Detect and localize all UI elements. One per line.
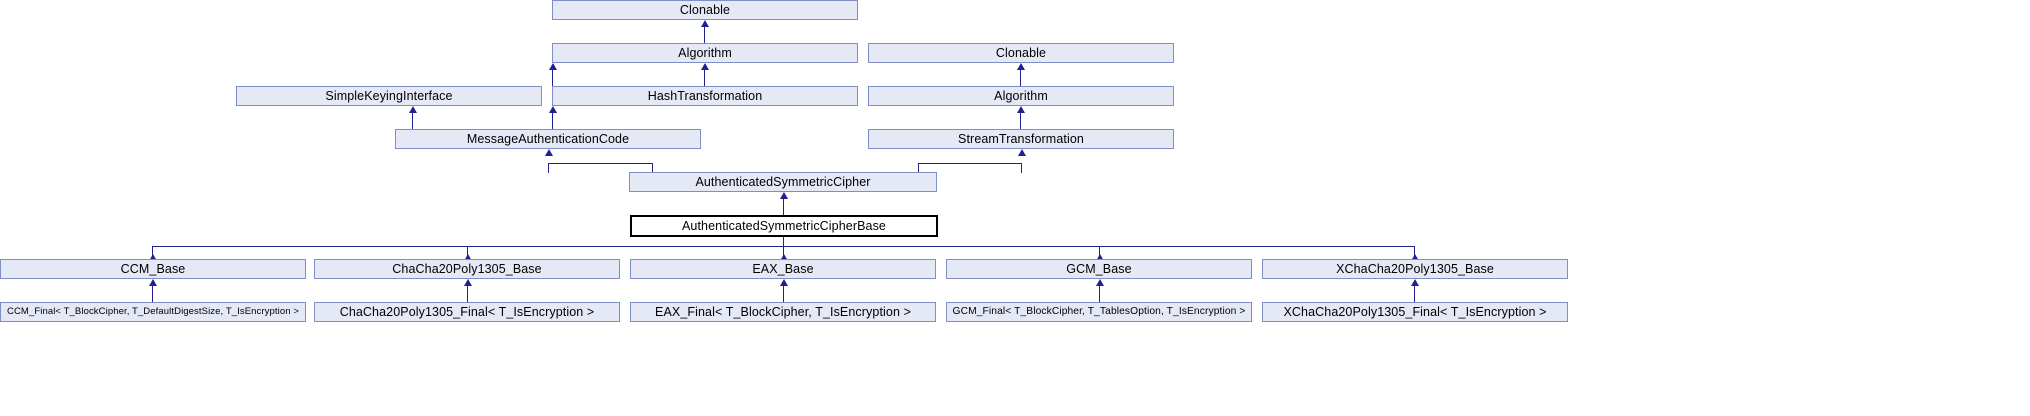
arrow-algorithm-to-clonable <box>701 20 709 27</box>
arrow-gcm-final-to-gcm-base <box>1096 279 1104 286</box>
arrow-asc-to-streamtransformation <box>1018 149 1026 156</box>
arrow-eax-base-to-ascbase <box>780 254 788 261</box>
class-node-clonable-top[interactable]: Clonable <box>552 0 858 20</box>
class-node-eax-final[interactable]: EAX_Final< T_BlockCipher, T_IsEncryption… <box>630 302 936 322</box>
class-node-chacha20poly1305-final[interactable]: ChaCha20Poly1305_Final< T_IsEncryption > <box>314 302 620 322</box>
arrow-simplekeying-to-algorithm <box>549 63 557 70</box>
edge-ascbase-to-asc <box>783 199 784 215</box>
class-node-label: StreamTransformation <box>958 131 1084 146</box>
edge-bus-to-gcm-base <box>1099 246 1100 261</box>
class-node-label: XChaCha20Poly1305_Final< T_IsEncryption … <box>1283 304 1547 319</box>
class-node-hashtransformation[interactable]: HashTransformation <box>552 86 858 106</box>
edge-gcm-final-to-gcm-base <box>1099 286 1100 302</box>
arrow-hashtransformation-to-algorithm <box>701 63 709 70</box>
arrow-chacha-final-to-chacha-base <box>464 279 472 286</box>
edge-bus-to-ccm-base <box>152 246 153 261</box>
arrow-algorithm-right-to-clonable-right <box>1017 63 1025 70</box>
edge-xchacha-final-to-xchacha-base <box>1414 286 1415 302</box>
class-node-clonable-right[interactable]: Clonable <box>868 43 1174 63</box>
edge-asc-to-mac-v1 <box>548 163 549 173</box>
edge-chacha-final-to-chacha-base <box>467 286 468 302</box>
arrow-chacha-base-to-ascbase <box>464 254 472 261</box>
class-node-ccm-base[interactable]: CCM_Base <box>0 259 306 279</box>
class-node-gcm-base[interactable]: GCM_Base <box>946 259 1252 279</box>
class-node-ccm-final[interactable]: CCM_Final< T_BlockCipher, T_DefaultDiges… <box>0 302 306 322</box>
class-node-label: Algorithm <box>994 88 1048 103</box>
arrow-gcm-base-to-ascbase <box>1096 254 1104 261</box>
edge-asc-to-mac-h <box>548 163 652 164</box>
edge-hashtransformation-to-algorithm <box>704 70 705 86</box>
class-node-xchacha20poly1305-base[interactable]: XChaCha20Poly1305_Base <box>1262 259 1568 279</box>
edge-simplekeying-to-algorithm-v <box>552 70 553 86</box>
class-node-label: Clonable <box>679 2 731 17</box>
class-node-label: CCM_Final< T_BlockCipher, T_DefaultDiges… <box>7 306 299 318</box>
class-node-simplekeyinginterface[interactable]: SimpleKeyingInterface <box>236 86 542 106</box>
edge-asc-to-streamtransformation-v1 <box>1021 163 1022 173</box>
edge-streamtransformation-to-algorithm-right <box>1020 113 1021 129</box>
class-node-label: CCM_Base <box>120 261 186 276</box>
edge-asc-to-streamtransformation-v2 <box>918 163 919 173</box>
class-node-label: AuthenticatedSymmetricCipherBase <box>682 218 886 233</box>
arrow-streamtransformation-to-algorithm-right <box>1017 106 1025 113</box>
edge-asc-to-mac-v2 <box>652 163 653 173</box>
edge-bus-to-eax-base <box>783 246 784 261</box>
class-node-label: EAX_Base <box>752 261 814 276</box>
class-node-xchacha20poly1305-final[interactable]: XChaCha20Poly1305_Final< T_IsEncryption … <box>1262 302 1568 322</box>
class-node-label: ChaCha20Poly1305_Final< T_IsEncryption > <box>339 304 595 319</box>
arrow-ccm-final-to-ccm-base <box>149 279 157 286</box>
class-node-streamtransformation[interactable]: StreamTransformation <box>868 129 1174 149</box>
arrow-mac-to-simplekeying <box>409 106 417 113</box>
edge-ccm-final-to-ccm-base <box>152 286 153 302</box>
edge-eax-final-to-eax-base <box>783 286 784 302</box>
edge-bus-to-xchacha-base <box>1414 246 1415 261</box>
class-node-label: HashTransformation <box>647 88 763 103</box>
edge-algorithm-to-clonable <box>704 27 705 43</box>
edge-asc-to-streamtransformation-h <box>918 163 1022 164</box>
class-node-messageauthenticationcode[interactable]: MessageAuthenticationCode <box>395 129 701 149</box>
class-node-label: GCM_Base <box>1066 261 1132 276</box>
class-node-label: AuthenticatedSymmetricCipher <box>695 174 871 189</box>
class-node-label: GCM_Final< T_BlockCipher, T_TablesOption… <box>952 305 1246 317</box>
class-node-gcm-final[interactable]: GCM_Final< T_BlockCipher, T_TablesOption… <box>946 302 1252 322</box>
arrow-xchacha-final-to-xchacha-base <box>1411 279 1419 286</box>
class-node-label: SimpleKeyingInterface <box>325 88 453 103</box>
class-node-label: Algorithm <box>678 45 732 60</box>
arrow-eax-final-to-eax-base <box>780 279 788 286</box>
class-node-algorithm-left[interactable]: Algorithm <box>552 43 858 63</box>
edge-ascbase-bus-drop <box>783 237 784 246</box>
class-node-algorithm-right[interactable]: Algorithm <box>868 86 1174 106</box>
arrow-xchacha-base-to-ascbase <box>1411 254 1419 261</box>
class-node-label: ChaCha20Poly1305_Base <box>392 261 542 276</box>
class-node-label: Clonable <box>995 45 1047 60</box>
class-node-label: EAX_Final< T_BlockCipher, T_IsEncryption… <box>655 304 911 319</box>
edge-mac-to-simplekeying <box>412 113 413 129</box>
edge-mac-to-hashtransformation <box>552 113 553 129</box>
class-node-label: XChaCha20Poly1305_Base <box>1336 261 1494 276</box>
class-node-label: MessageAuthenticationCode <box>466 131 630 146</box>
class-node-authenticatedsymmetriccipherbase[interactable]: AuthenticatedSymmetricCipherBase <box>630 215 938 237</box>
class-node-authenticatedsymmetriccipher[interactable]: AuthenticatedSymmetricCipher <box>629 172 937 192</box>
edge-algorithm-right-to-clonable-right <box>1020 70 1021 86</box>
arrow-mac-to-hashtransformation <box>549 106 557 113</box>
arrow-ccm-base-to-ascbase <box>149 254 157 261</box>
class-node-chacha20poly1305-base[interactable]: ChaCha20Poly1305_Base <box>314 259 620 279</box>
edge-bus-to-chacha-base <box>467 246 468 261</box>
class-node-eax-base[interactable]: EAX_Base <box>630 259 936 279</box>
arrow-asc-to-mac <box>545 149 553 156</box>
arrow-ascbase-to-asc <box>780 192 788 199</box>
